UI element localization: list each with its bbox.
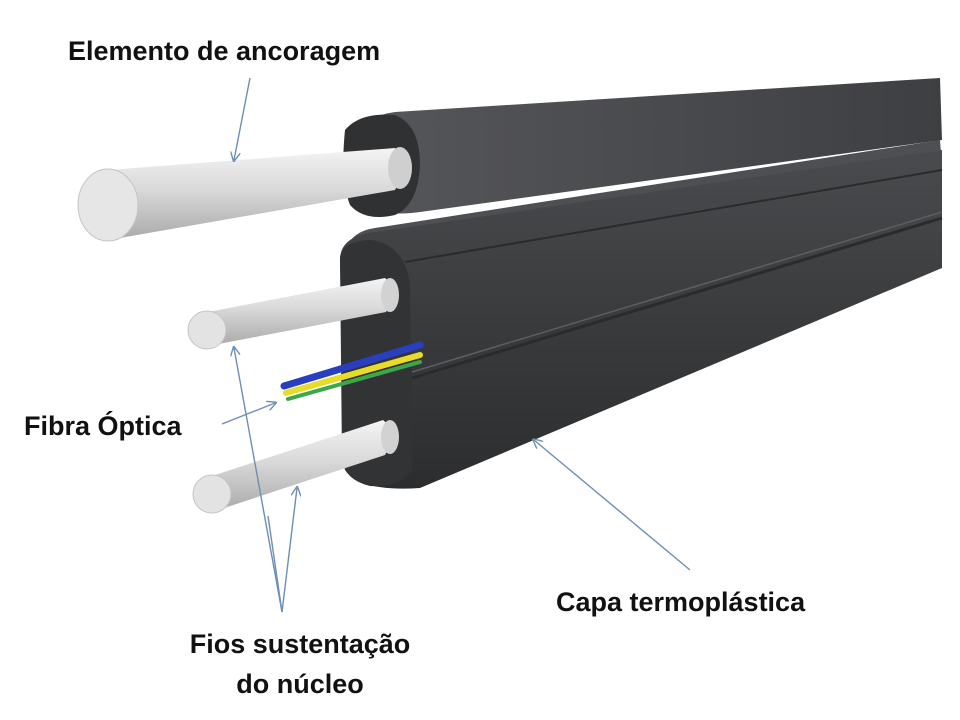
support-leader-line-lower-left xyxy=(267,515,283,613)
anchor-element xyxy=(77,147,412,242)
optical-fiber xyxy=(280,341,424,401)
fiber-green-strand xyxy=(286,360,422,401)
support-wire-upper xyxy=(187,278,399,350)
leader-lines xyxy=(221,77,691,613)
label-thermoplastic-jacket: Capa termoplástica xyxy=(556,587,806,617)
jacket-groove xyxy=(404,169,943,263)
label-support-wires-line2: do núcleo xyxy=(236,669,364,699)
label-support-wires-line1: Fios sustentação xyxy=(189,629,411,659)
fiber-leader-line xyxy=(221,403,275,425)
jacket-highlight xyxy=(411,211,943,373)
fiber-yellow-strand xyxy=(283,352,423,396)
support-wire-lower xyxy=(192,420,399,514)
messenger-jacket xyxy=(345,78,942,214)
anchor-wire xyxy=(108,148,403,240)
support-wire-lower-end xyxy=(192,474,232,514)
label-anchor-element: Elemento de ancoragem xyxy=(68,36,381,66)
support-wire-upper-end xyxy=(187,310,227,350)
label-optical-fiber: Fibra Óptica xyxy=(24,411,182,441)
fiber-blue-strand xyxy=(280,341,424,390)
jacket-groove xyxy=(411,216,943,380)
thermoplastic-jacket xyxy=(340,78,943,489)
anchor-leader-line xyxy=(234,77,251,160)
jacket-leader-line xyxy=(534,440,691,571)
support-leader-line-upper xyxy=(234,348,283,613)
support-leader-line-lower xyxy=(281,488,297,613)
anchor-wire-end xyxy=(77,168,139,242)
jacket-body xyxy=(340,150,942,489)
